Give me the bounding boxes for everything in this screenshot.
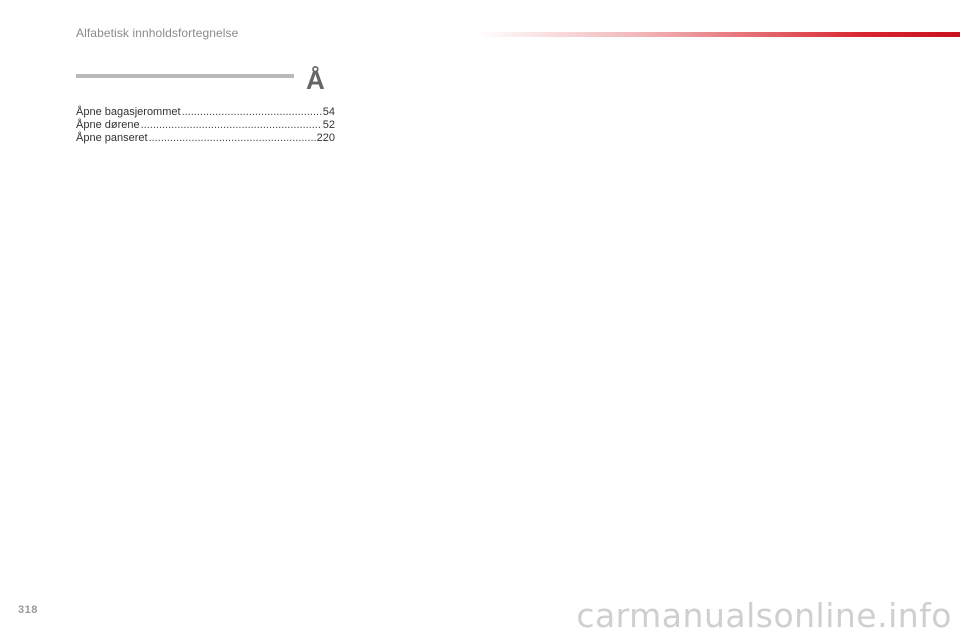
index-entry-label: Åpne dørene <box>76 119 140 131</box>
index-entry-label: Åpne bagasjerommet <box>76 106 181 118</box>
index-entry[interactable]: Åpne bagasjerommet 54 <box>76 106 335 119</box>
section-rule <box>76 74 294 78</box>
page-header-title: Alfabetisk innholdsfortegnelse <box>76 26 239 40</box>
dot-leader <box>141 119 322 132</box>
header-accent-bar <box>476 32 960 37</box>
index-entry-page: 52 <box>322 119 335 131</box>
index-entry-page: 54 <box>322 106 335 118</box>
dot-leader <box>149 132 316 145</box>
index-entry[interactable]: Åpne dørene 52 <box>76 119 335 132</box>
section-letter: Å <box>306 65 325 95</box>
index-entry-label: Åpne panseret <box>76 132 148 144</box>
index-entry[interactable]: Åpne panseret 220 <box>76 132 335 145</box>
watermark-text: carmanualsonline.info <box>576 596 952 635</box>
index-entry-list: Åpne bagasjerommet 54 Åpne dørene 52 Åpn… <box>76 106 335 145</box>
index-entry-page: 220 <box>316 132 335 144</box>
page-number: 318 <box>18 604 38 616</box>
dot-leader <box>182 106 322 119</box>
